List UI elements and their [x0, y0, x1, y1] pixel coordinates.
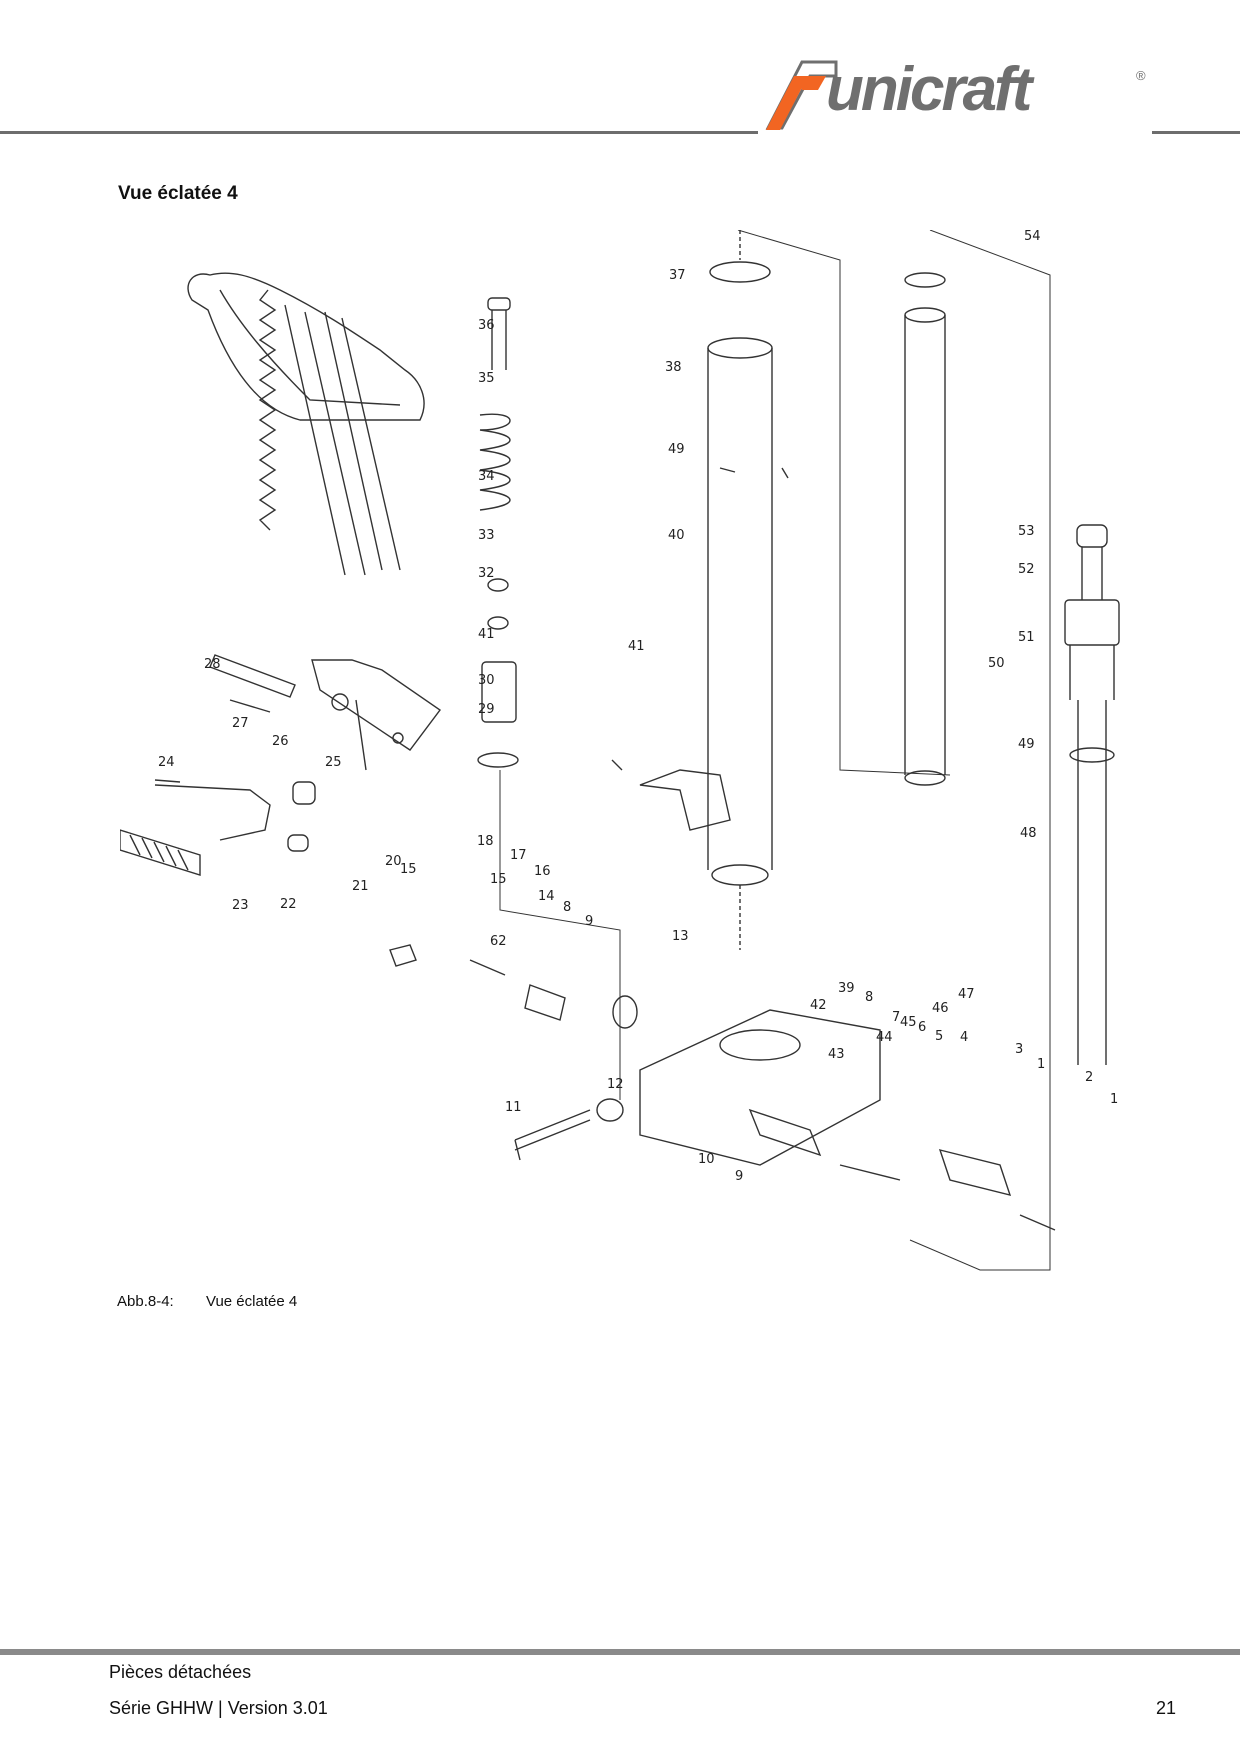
callout-12: 12: [607, 1077, 624, 1092]
callout-43: 43: [828, 1047, 845, 1062]
callout-1: 1: [1037, 1057, 1045, 1072]
callout-41-2: 41: [628, 639, 645, 654]
callout-49: 49: [668, 442, 685, 457]
page-title: Vue éclatée 4: [118, 183, 238, 204]
callout-9: 9: [735, 1169, 743, 1184]
callout-36: 36: [478, 318, 495, 333]
callout-50: 50: [988, 656, 1005, 671]
callout-54: 54: [1024, 230, 1041, 244]
callout-53: 53: [1018, 524, 1035, 539]
caption-text: Vue éclatée 4: [206, 1293, 298, 1310]
callout-21: 21: [352, 879, 369, 894]
callout-15: 15: [490, 872, 507, 887]
callout-22: 22: [280, 897, 297, 912]
logo-wordmark: unicraft: [826, 55, 1032, 124]
callout-45: 45: [900, 1015, 917, 1030]
callout-15-2: 15: [400, 862, 417, 877]
header-rule-left: [0, 131, 758, 134]
callout-37: 37: [669, 268, 686, 283]
callout-52: 52: [1018, 562, 1035, 577]
callout-46: 46: [932, 1001, 949, 1016]
callout-32: 32: [478, 566, 495, 581]
callout-4: 4: [960, 1030, 968, 1045]
caption-label: Abb.8-4:: [117, 1293, 174, 1310]
callout-33: 33: [478, 528, 495, 543]
logo-mark-icon: [765, 60, 838, 130]
callout-30: 30: [478, 673, 495, 688]
callout-38: 38: [665, 360, 682, 375]
footer-series-version: Série GHHW | Version 3.01: [109, 1698, 328, 1718]
callout-25: 25: [325, 755, 342, 770]
page-number: 21: [1155, 1698, 1176, 1718]
callout-24: 24: [158, 755, 175, 770]
callout-27: 27: [232, 716, 249, 731]
callout-42: 42: [810, 998, 827, 1013]
callout-7: 7: [892, 1010, 900, 1025]
callout-2: 2: [1085, 1070, 1093, 1085]
callout-14: 14: [538, 889, 555, 904]
callout-62: 62: [490, 934, 507, 949]
callout-35: 35: [478, 371, 495, 386]
callout-11: 11: [505, 1100, 522, 1115]
callout-34: 34: [478, 469, 495, 484]
figure-caption: Abb.8-4: Vue éclatée 4: [117, 1293, 297, 1310]
footer-section-title: Pièces détachées: [109, 1662, 252, 1682]
callout-13: 13: [672, 929, 689, 944]
callout-20: 20: [385, 854, 402, 869]
callout-9-2: 9: [585, 914, 593, 929]
callout-26: 26: [272, 734, 289, 749]
callout-5: 5: [935, 1029, 943, 1044]
callout-47: 47: [958, 987, 975, 1002]
callout-3: 3: [1015, 1042, 1023, 1057]
callout-49-2: 49: [1018, 737, 1035, 752]
callout-8-2: 8: [563, 900, 571, 915]
callout-44: 44: [876, 1030, 893, 1045]
callout-16: 16: [534, 864, 551, 879]
callout-8: 8: [865, 990, 873, 1005]
callout-6: 6: [918, 1020, 926, 1035]
footer-rule: [0, 1649, 1240, 1655]
callout-48: 48: [1020, 826, 1037, 841]
callout-40: 40: [668, 528, 685, 543]
callout-23: 23: [232, 898, 249, 913]
logo-registered-mark: ®: [1136, 68, 1146, 83]
unicraft-logo: unicraft ®: [764, 55, 1154, 136]
callout-41: 41: [478, 627, 495, 642]
callout-10: 10: [698, 1152, 715, 1167]
callout-39: 39: [838, 981, 855, 996]
callout-51: 51: [1018, 630, 1035, 645]
header-rule-right: [1152, 131, 1240, 134]
callout-28: 28: [204, 657, 221, 672]
callout-17: 17: [510, 848, 527, 863]
callout-18: 18: [477, 834, 494, 849]
callout-1-2: 1: [1110, 1092, 1118, 1107]
callout-29: 29: [478, 702, 495, 717]
